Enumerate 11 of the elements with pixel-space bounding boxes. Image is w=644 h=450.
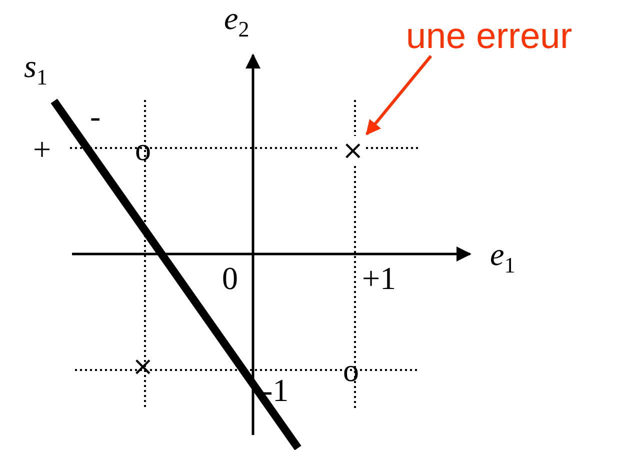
line-label: s$_{1}$: [24, 50, 48, 88]
tick-label: 0: [222, 262, 238, 294]
leader-arrow: [366, 55, 432, 136]
axis-label: e$_{2}$: [224, 2, 250, 40]
tick-label: +1: [362, 262, 396, 294]
sign-label: -: [90, 100, 101, 132]
error-mark: ×: [342, 138, 364, 164]
tick-label: -1: [262, 374, 289, 406]
sign-label: +: [33, 133, 52, 165]
annotation-text: une erreur: [406, 18, 572, 54]
axis-label: e$_{1}$: [490, 238, 516, 276]
